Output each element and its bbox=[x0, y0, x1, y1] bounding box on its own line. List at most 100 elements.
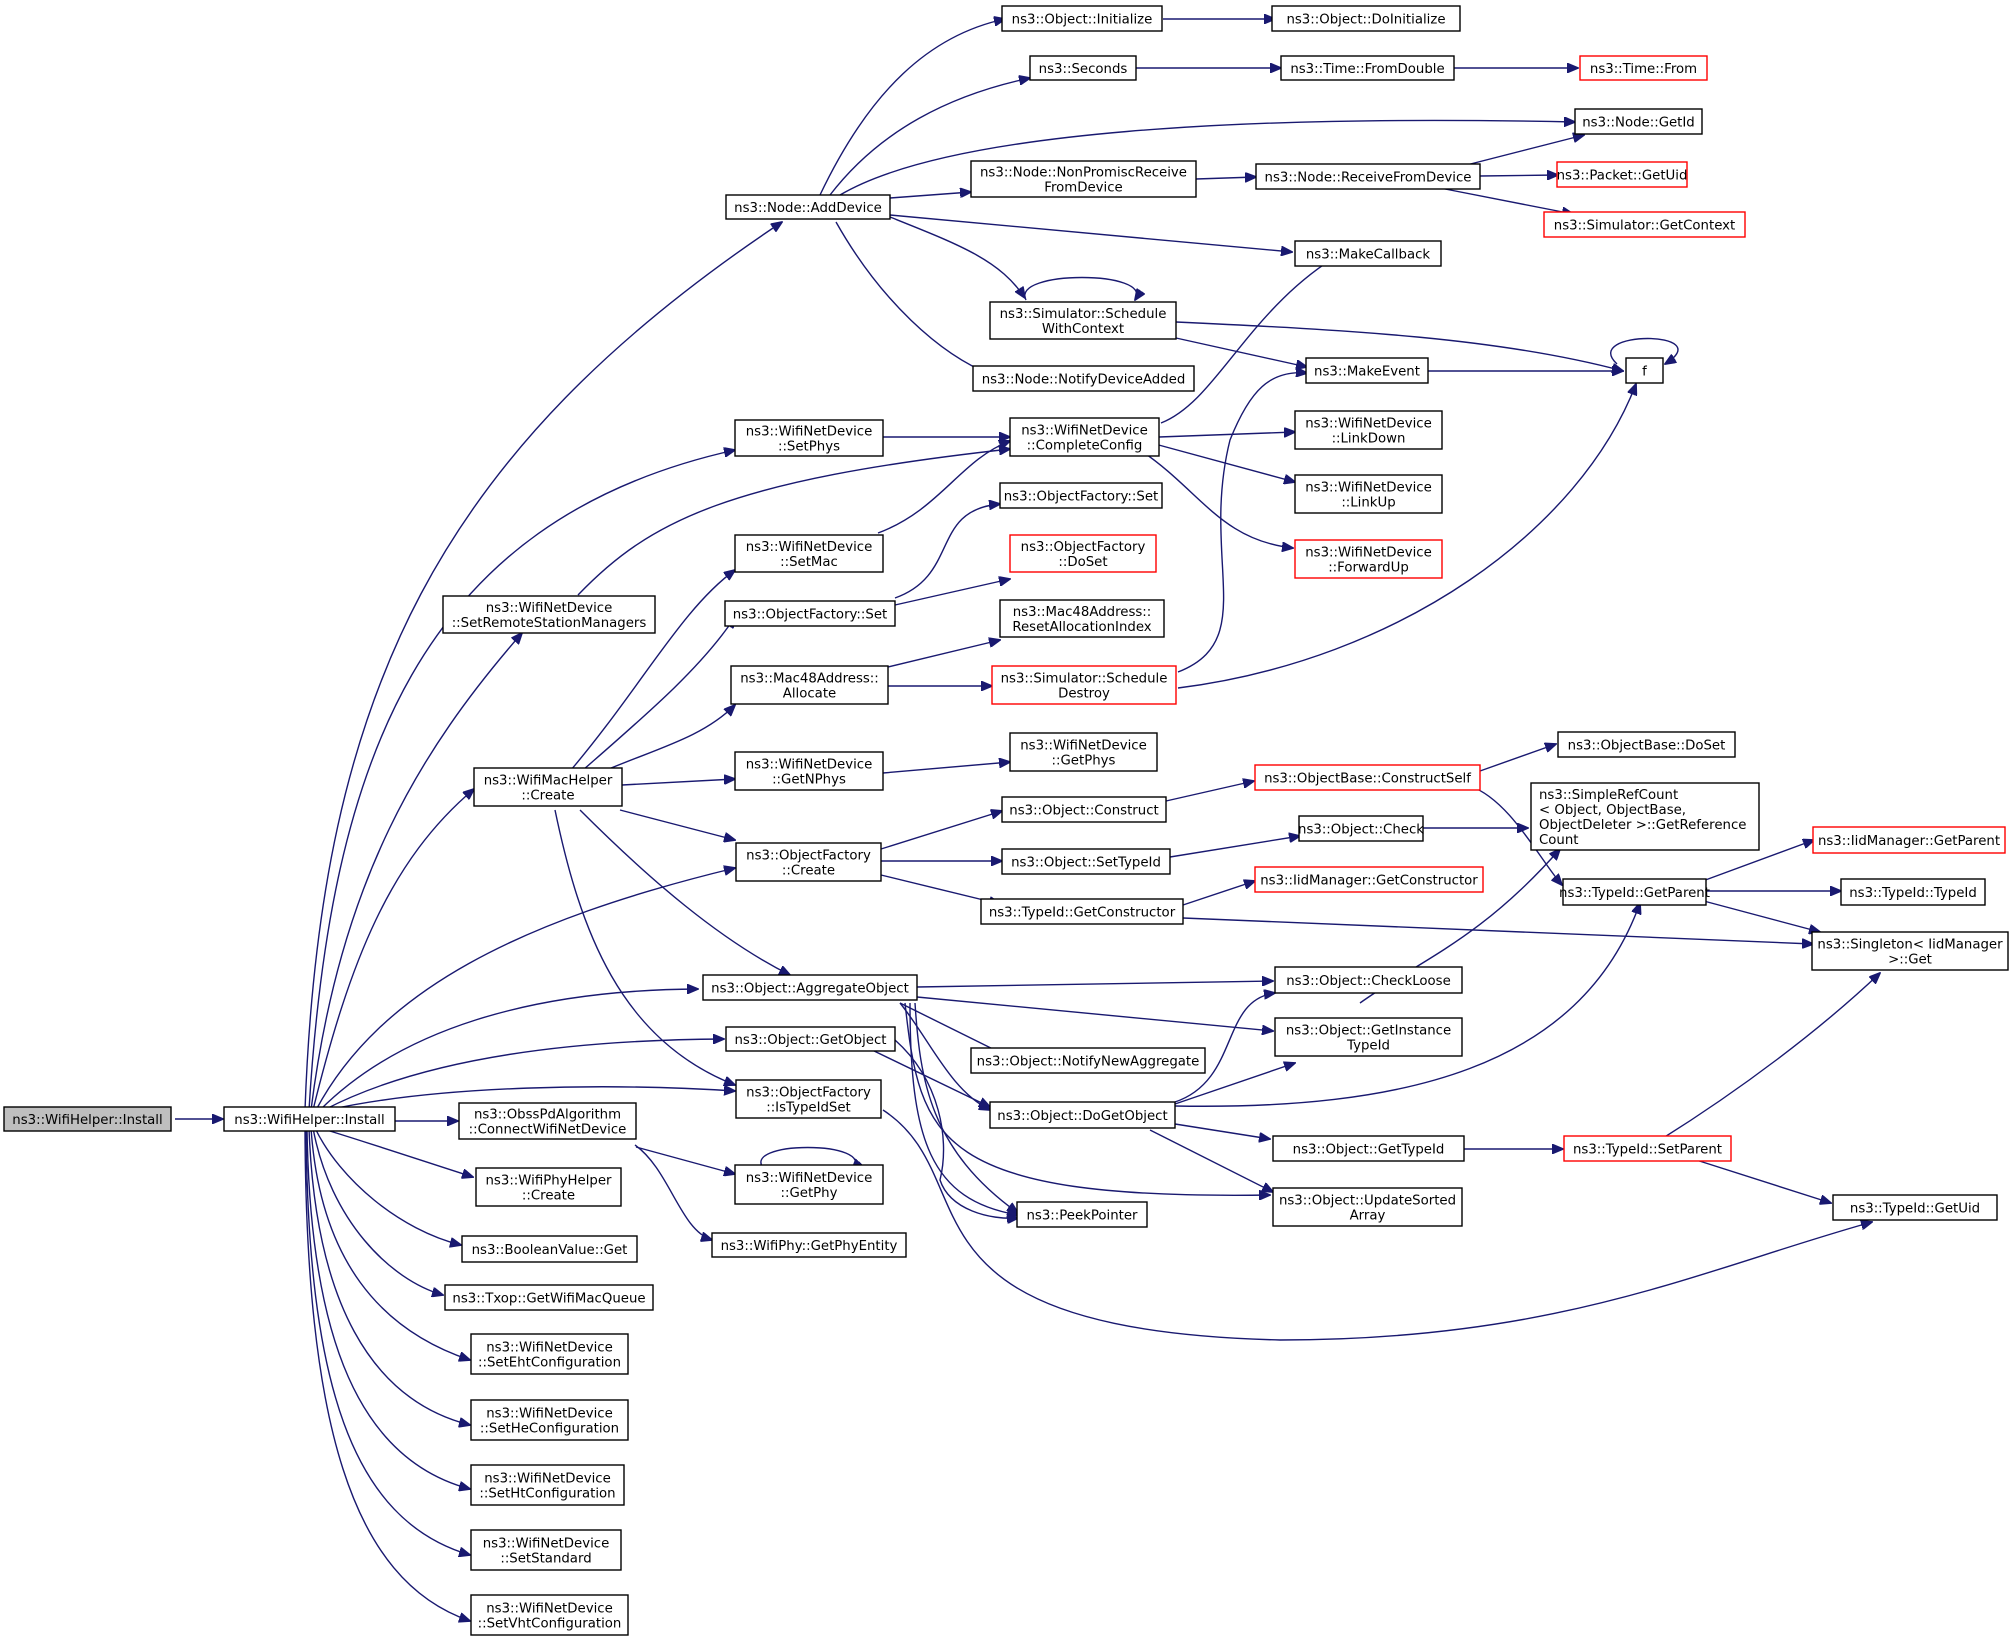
function-node-getphys[interactable]: ns3::WifiNetDevice::GetPhys bbox=[1009, 732, 1158, 772]
function-node-setmac[interactable]: ns3::WifiNetDevice::SetMac bbox=[734, 534, 884, 573]
function-node-peekpointer[interactable]: ns3::PeekPointer bbox=[1016, 1201, 1148, 1228]
edge bbox=[819, 19, 1005, 196]
function-node-getphyentity[interactable]: ns3::WifiPhy::GetPhyEntity bbox=[711, 1232, 907, 1258]
function-node-adddevice[interactable]: ns3::Node::AddDevice bbox=[725, 194, 891, 220]
edge bbox=[1439, 187, 1573, 214]
edge bbox=[1160, 245, 1356, 424]
edge bbox=[314, 1127, 461, 1245]
function-node-ofcreate[interactable]: ns3::ObjectFactory::Create bbox=[735, 842, 882, 882]
function-node-macheplercreate[interactable]: ns3::WifiMacHelper::Create bbox=[473, 767, 623, 807]
function-node-install[interactable]: ns3::WifiHelper::Install bbox=[223, 1106, 396, 1132]
node-label: ns3::SimpleRefCount bbox=[1539, 788, 1678, 803]
node-label: ns3::TypeId::SetParent bbox=[1573, 1143, 1722, 1158]
node-box bbox=[1001, 5, 1163, 32]
function-node-typeidgetuid[interactable]: ns3::TypeId::GetUid bbox=[1832, 1194, 1998, 1221]
function-node-objbasedoset[interactable]: ns3::ObjectBase::DoSet bbox=[1557, 731, 1736, 758]
function-node-aggregate[interactable]: ns3::Object::AggregateObject bbox=[702, 974, 918, 1001]
function-node-constructself[interactable]: ns3::ObjectBase::ConstructSelf bbox=[1254, 764, 1481, 791]
function-node-linkup[interactable]: ns3::WifiNetDevice::LinkUp bbox=[1294, 474, 1443, 514]
node-box bbox=[1029, 55, 1137, 81]
function-node-singleton[interactable]: ns3::Singleton< IidManager>::Get bbox=[1811, 931, 2009, 971]
edge bbox=[1177, 384, 1636, 689]
function-node-doinitialize[interactable]: ns3::Object::DoInitialize bbox=[1271, 5, 1461, 32]
edge bbox=[1149, 1129, 1273, 1192]
node-label: ::SetMac bbox=[780, 555, 838, 570]
function-node-setphys[interactable]: ns3::WifiNetDevice::SetPhys bbox=[734, 419, 884, 457]
node-box bbox=[1294, 474, 1443, 514]
node-box bbox=[1001, 796, 1167, 823]
function-node-getid[interactable]: ns3::Node::GetId bbox=[1574, 108, 1703, 135]
function-node-phyhelpercreate[interactable]: ns3::WifiPhyHelper::Create bbox=[475, 1167, 622, 1207]
function-node-typeidtypeid[interactable]: ns3::TypeId::TypeId bbox=[1840, 878, 1986, 906]
function-node-setvhtcfg[interactable]: ns3::WifiNetDevice::SetVhtConfiguration bbox=[470, 1594, 629, 1636]
function-node-allocate[interactable]: ns3::Mac48Address::Allocate bbox=[730, 665, 889, 705]
function-node-ofdoset[interactable]: ns3::ObjectFactory::DoSet bbox=[1009, 534, 1157, 573]
function-node-booleanget[interactable]: ns3::BooleanValue::Get bbox=[461, 1235, 638, 1263]
function-node-completecfg[interactable]: ns3::WifiNetDevice::CompleteConfig bbox=[1009, 417, 1160, 457]
node-label: ::Create bbox=[782, 864, 835, 879]
function-node-seconds[interactable]: ns3::Seconds bbox=[1029, 55, 1137, 81]
function-node-timefrom[interactable]: ns3::Time::From bbox=[1579, 55, 1708, 81]
function-node-istypeidset[interactable]: ns3::ObjectFactory::IsTypeIdSet bbox=[735, 1079, 882, 1119]
function-node-checkloose[interactable]: ns3::Object::CheckLoose bbox=[1274, 966, 1463, 994]
edge bbox=[1182, 917, 1813, 944]
function-node-setparent[interactable]: ns3::TypeId::SetParent bbox=[1563, 1135, 1732, 1162]
function-node-ofset[interactable]: ns3::ObjectFactory::Set bbox=[724, 600, 896, 627]
function-node-makeevent[interactable]: ns3::MakeEvent bbox=[1305, 357, 1429, 384]
function-node-getuid[interactable]: ns3::Packet::GetUid bbox=[1556, 161, 1688, 188]
node-label: ::ForwardUp bbox=[1328, 561, 1409, 576]
function-node-notifyadded[interactable]: ns3::Node::NotifyDeviceAdded bbox=[972, 365, 1195, 392]
function-node-typeidgetctor[interactable]: ns3::TypeId::GetConstructor bbox=[980, 898, 1184, 925]
edge bbox=[589, 705, 735, 778]
function-node-gettypeid[interactable]: ns3::Object::GetTypeId bbox=[1272, 1135, 1465, 1162]
function-node-getcontext[interactable]: ns3::Simulator::GetContext bbox=[1543, 211, 1746, 238]
function-node-ofset_top[interactable]: ns3::ObjectFactory::Set bbox=[999, 482, 1163, 509]
node-label: ::IsTypeIdSet bbox=[766, 1101, 851, 1116]
node-label: ns3::PeekPointer bbox=[1026, 1209, 1138, 1224]
function-node-getobject[interactable]: ns3::Object::GetObject bbox=[725, 1026, 896, 1052]
function-node-setremote[interactable]: ns3::WifiNetDevice::SetRemoteStationMana… bbox=[442, 595, 656, 634]
function-node-getnphys[interactable]: ns3::WifiNetDevice::GetNPhys bbox=[734, 751, 884, 791]
function-node-initialize[interactable]: ns3::Object::Initialize bbox=[1001, 5, 1163, 32]
node-box bbox=[989, 1101, 1176, 1129]
function-node-obsspd[interactable]: ns3::ObssPdAlgorithm::ConnectWifiNetDevi… bbox=[458, 1102, 637, 1140]
node-label: ns3::WifiNetDevice bbox=[1020, 739, 1147, 754]
node-label: ns3::Node::ReceiveFromDevice bbox=[1265, 171, 1472, 186]
edge bbox=[1195, 177, 1256, 179]
node-box bbox=[470, 1333, 629, 1375]
function-node-linkdown[interactable]: ns3::WifiNetDevice::LinkDown bbox=[1294, 410, 1443, 450]
function-node-txopqueue[interactable]: ns3::Txop::GetWifiMacQueue bbox=[444, 1284, 654, 1311]
function-node-getphy[interactable]: ns3::WifiNetDevice::GetPhy bbox=[734, 1164, 884, 1205]
function-node-fromdouble[interactable]: ns3::Time::FromDouble bbox=[1280, 55, 1455, 81]
function-node-dogetobject[interactable]: ns3::Object::DoGetObject bbox=[989, 1101, 1176, 1129]
function-node-setstandard[interactable]: ns3::WifiNetDevice::SetStandard bbox=[470, 1529, 622, 1571]
function-node-makecallback[interactable]: ns3::MakeCallback bbox=[1294, 240, 1442, 267]
function-node-notifynewagg[interactable]: ns3::Object::NotifyNewAggregate bbox=[970, 1047, 1206, 1074]
edge bbox=[564, 570, 735, 778]
function-node-settypeid[interactable]: ns3::Object::SetTypeId bbox=[1001, 848, 1171, 875]
function-node-objcheck[interactable]: ns3::Object::Check bbox=[1298, 815, 1424, 842]
node-label: ns3::WifiHelper::Install bbox=[234, 1113, 384, 1128]
node-label: ns3::IidManager::GetConstructor bbox=[1260, 874, 1478, 889]
function-node-objconstruct[interactable]: ns3::Object::Construct bbox=[1001, 796, 1167, 823]
edge bbox=[1174, 1063, 1295, 1105]
function-node-iidgetparent[interactable]: ns3::IidManager::GetParent bbox=[1812, 826, 2006, 854]
function-node-sethecfg[interactable]: ns3::WifiNetDevice::SetHeConfiguration bbox=[470, 1399, 629, 1441]
function-node-forwardup[interactable]: ns3::WifiNetDevice::ForwardUp bbox=[1294, 539, 1443, 579]
function-node-receivefrom[interactable]: ns3::Node::ReceiveFromDevice bbox=[1255, 163, 1481, 190]
node-label: Destroy bbox=[1058, 687, 1110, 702]
function-node-typeidgetparent[interactable]: ns3::TypeId::GetParent bbox=[1559, 878, 1710, 906]
function-node-resetalloc[interactable]: ns3::Mac48Address::ResetAllocationIndex bbox=[999, 599, 1165, 638]
function-node-sethtcfg[interactable]: ns3::WifiNetDevice::SetHtConfiguration bbox=[470, 1464, 625, 1506]
function-node-simplerefcount[interactable]: ns3::SimpleRefCount< Object, ObjectBase,… bbox=[1530, 782, 1760, 851]
node-label: ns3::Seconds bbox=[1039, 62, 1128, 77]
function-node-setehtcfg[interactable]: ns3::WifiNetDevice::SetEhtConfiguration bbox=[470, 1333, 629, 1375]
function-node-iidgetctor[interactable]: ns3::IidManager::GetConstructor bbox=[1254, 866, 1484, 893]
node-label: ns3::Node::AddDevice bbox=[734, 201, 882, 216]
function-node-f[interactable]: f bbox=[1625, 357, 1664, 384]
